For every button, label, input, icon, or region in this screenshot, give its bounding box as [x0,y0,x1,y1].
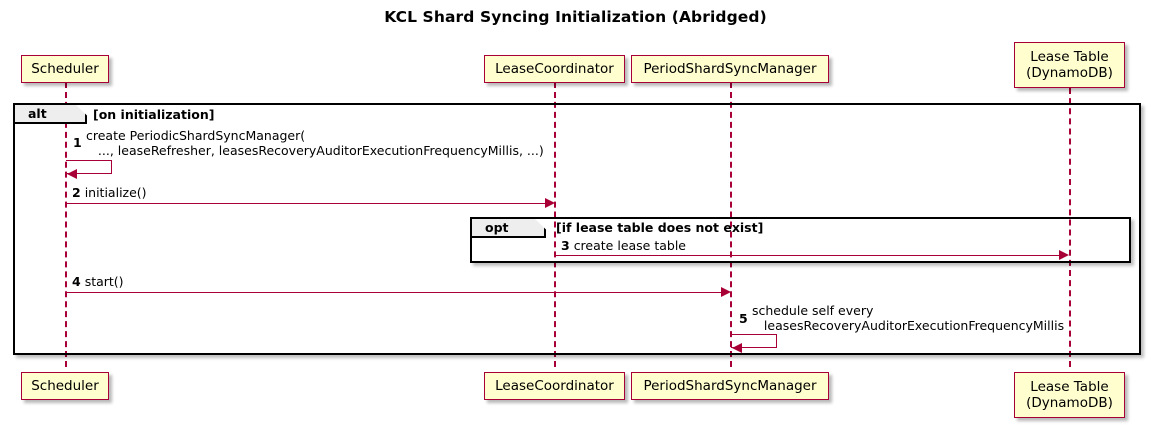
lifeline-period-shard-sync-manager [730,82,732,367]
participant-lease-coordinator-bottom[interactable]: LeaseCoordinator [484,372,625,400]
participant-label-line2: (DynamoDB) [1026,65,1113,81]
fragment-alt-condition: [on initialization] [93,107,215,122]
message-4-number: 4 [72,274,81,289]
message-3-number: 3 [561,238,570,253]
participant-label: LeaseCoordinator [495,61,614,77]
message-2-label: 2 initialize() [72,185,147,200]
message-2-line [66,203,545,204]
message-1-number: 1 [73,135,82,150]
fragment-opt-keyword: opt [472,219,546,238]
participant-lease-coordinator-top[interactable]: LeaseCoordinator [484,55,625,83]
message-4-label: 4 start() [72,274,124,289]
lifeline-lease-table [1069,88,1071,367]
message-3-text: create lease table [573,238,686,253]
page-title: KCL Shard Syncing Initialization (Abridg… [384,8,767,26]
message-3-arrowhead [1059,250,1069,260]
fragment-alt-keyword: alt [15,105,87,124]
message-2-text: initialize() [84,185,147,200]
message-2-arrowhead [545,198,555,208]
participant-scheduler-top[interactable]: Scheduler [21,55,109,83]
lifeline-scheduler [65,82,67,367]
message-1-self-loop [66,160,112,174]
fragment-opt-condition: [if lease table does not exist] [556,220,764,235]
participant-label-line1: Lease Table [1030,49,1109,65]
message-5-number: 5 [739,311,748,326]
message-4-text: start() [84,274,124,289]
participant-scheduler-bottom[interactable]: Scheduler [21,372,109,400]
message-5-self-loop [731,334,777,348]
message-4-line [66,292,721,293]
message-5-arrowhead [732,343,742,353]
message-5-line1: schedule self every [752,303,874,318]
message-1-label: create PeriodicShardSyncManager( ..., le… [86,128,544,158]
participant-label: Scheduler [31,378,99,394]
participant-label: PeriodShardSyncManager [643,61,817,77]
message-5-line2: leasesRecoveryAuditorExecutionFrequencyM… [752,318,1065,333]
message-3-line [555,255,1059,256]
participant-label-line2: (DynamoDB) [1026,395,1113,411]
message-4-arrowhead [721,287,731,297]
message-1-line1: create PeriodicShardSyncManager( [86,128,306,143]
fragment-opt: opt [470,217,1131,263]
message-2-number: 2 [72,185,81,200]
message-1-line2: ..., leaseRefresher, leasesRecoveryAudit… [86,143,544,158]
participant-label-line1: Lease Table [1030,379,1109,395]
participant-period-shard-sync-manager-bottom[interactable]: PeriodShardSyncManager [631,372,829,400]
participant-label: PeriodShardSyncManager [643,378,817,394]
fragment-alt: alt [13,103,1141,355]
message-1-arrowhead [67,169,77,179]
participant-label: Scheduler [31,61,99,77]
participant-label: LeaseCoordinator [495,378,614,394]
participant-lease-table-bottom[interactable]: Lease Table (DynamoDB) [1014,372,1125,418]
message-3-label: 3 create lease table [561,238,686,253]
lifeline-lease-coordinator [554,82,556,367]
participant-period-shard-sync-manager-top[interactable]: PeriodShardSyncManager [631,55,829,83]
participant-lease-table-top[interactable]: Lease Table (DynamoDB) [1014,42,1125,88]
message-5-label: schedule self every leasesRecoveryAudito… [752,303,1064,333]
